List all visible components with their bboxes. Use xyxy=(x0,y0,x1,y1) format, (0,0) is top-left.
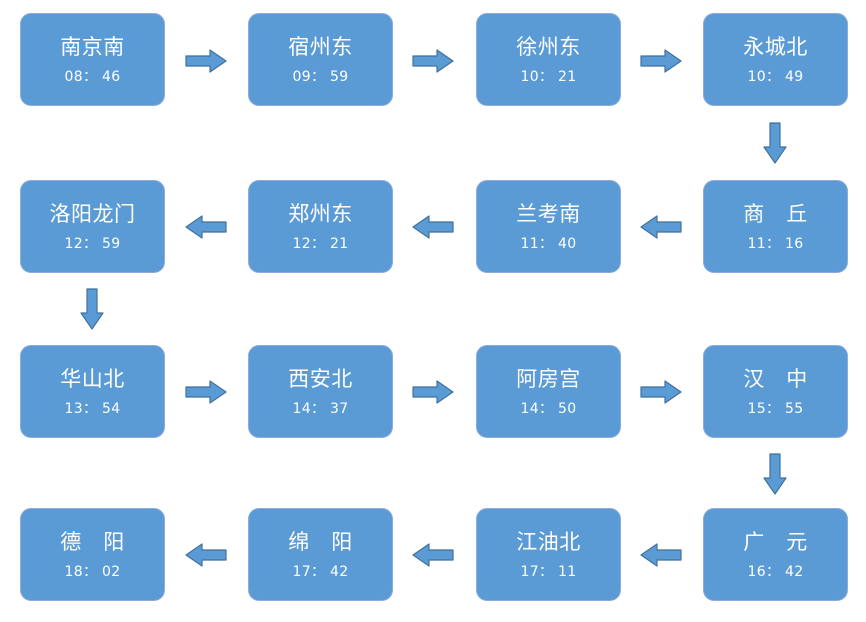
station-name: 华山北 xyxy=(60,366,125,391)
station-time: 17： 11 xyxy=(520,563,577,580)
station-time: 15： 55 xyxy=(747,400,804,417)
station-node-hanzhong[interactable]: 汉 中 15： 55 xyxy=(703,345,848,438)
station-name: 西安北 xyxy=(288,366,353,391)
station-node-shangqiu[interactable]: 商 丘 11： 16 xyxy=(703,180,848,273)
station-node-lankaonan[interactable]: 兰考南 11： 40 xyxy=(476,180,621,273)
station-name: 永城北 xyxy=(743,34,808,59)
station-node-nanjingnan[interactable]: 南京南 08： 46 xyxy=(20,13,165,106)
arrow-right-icon xyxy=(184,48,228,74)
arrow-left-icon xyxy=(639,542,683,568)
arrow-left-icon xyxy=(639,214,683,240)
station-time: 18： 02 xyxy=(64,563,121,580)
arrow-right-icon xyxy=(639,379,683,405)
arrow-left-icon xyxy=(184,214,228,240)
station-name: 德 阳 xyxy=(60,529,125,554)
station-name: 绵 阳 xyxy=(288,529,353,554)
arrow-right-icon xyxy=(411,48,455,74)
station-node-suzhoudong[interactable]: 宿州东 09： 59 xyxy=(248,13,393,106)
station-time: 16： 42 xyxy=(747,563,804,580)
station-node-huashanbei[interactable]: 华山北 13： 54 xyxy=(20,345,165,438)
station-node-xianbei[interactable]: 西安北 14： 37 xyxy=(248,345,393,438)
station-node-yongchengbei[interactable]: 永城北 10： 49 xyxy=(703,13,848,106)
station-node-mianyang[interactable]: 绵 阳 17： 42 xyxy=(248,508,393,601)
station-time: 17： 42 xyxy=(292,563,349,580)
station-name: 阿房宫 xyxy=(516,366,581,391)
station-time: 10： 49 xyxy=(747,68,804,85)
station-node-jiangyoubei[interactable]: 江油北 17： 11 xyxy=(476,508,621,601)
station-time: 08： 46 xyxy=(64,68,121,85)
station-time: 11： 16 xyxy=(747,235,804,252)
arrow-left-icon xyxy=(411,214,455,240)
arrow-right-icon xyxy=(639,48,683,74)
arrow-right-icon xyxy=(184,379,228,405)
station-time: 11： 40 xyxy=(520,235,577,252)
station-name: 汉 中 xyxy=(743,366,808,391)
station-node-deyang[interactable]: 德 阳 18： 02 xyxy=(20,508,165,601)
arrow-left-icon xyxy=(411,542,455,568)
arrow-down-icon xyxy=(762,121,788,165)
station-node-guangyuan[interactable]: 广 元 16： 42 xyxy=(703,508,848,601)
station-name: 南京南 xyxy=(60,34,125,59)
station-node-epanggong[interactable]: 阿房宫 14： 50 xyxy=(476,345,621,438)
station-name: 广 元 xyxy=(743,529,808,554)
arrow-down-icon xyxy=(79,287,105,331)
station-time: 09： 59 xyxy=(292,68,349,85)
station-time: 14： 37 xyxy=(292,400,349,417)
station-name: 徐州东 xyxy=(516,34,581,59)
station-node-xuzhoudong[interactable]: 徐州东 10： 21 xyxy=(476,13,621,106)
arrow-down-icon xyxy=(762,452,788,496)
station-name: 江油北 xyxy=(516,529,581,554)
station-name: 商 丘 xyxy=(743,201,808,226)
station-node-zhengzhoudong[interactable]: 郑州东 12： 21 xyxy=(248,180,393,273)
station-name: 郑州东 xyxy=(288,201,353,226)
station-name: 兰考南 xyxy=(516,201,581,226)
station-time: 10： 21 xyxy=(520,68,577,85)
station-time: 12： 59 xyxy=(64,235,121,252)
arrow-right-icon xyxy=(411,379,455,405)
station-time: 14： 50 xyxy=(520,400,577,417)
station-name: 洛阳龙门 xyxy=(49,201,136,226)
station-node-luoyanglongmen[interactable]: 洛阳龙门 12： 59 xyxy=(20,180,165,273)
station-time: 13： 54 xyxy=(64,400,121,417)
arrow-left-icon xyxy=(184,542,228,568)
station-time: 12： 21 xyxy=(292,235,349,252)
station-name: 宿州东 xyxy=(288,34,353,59)
